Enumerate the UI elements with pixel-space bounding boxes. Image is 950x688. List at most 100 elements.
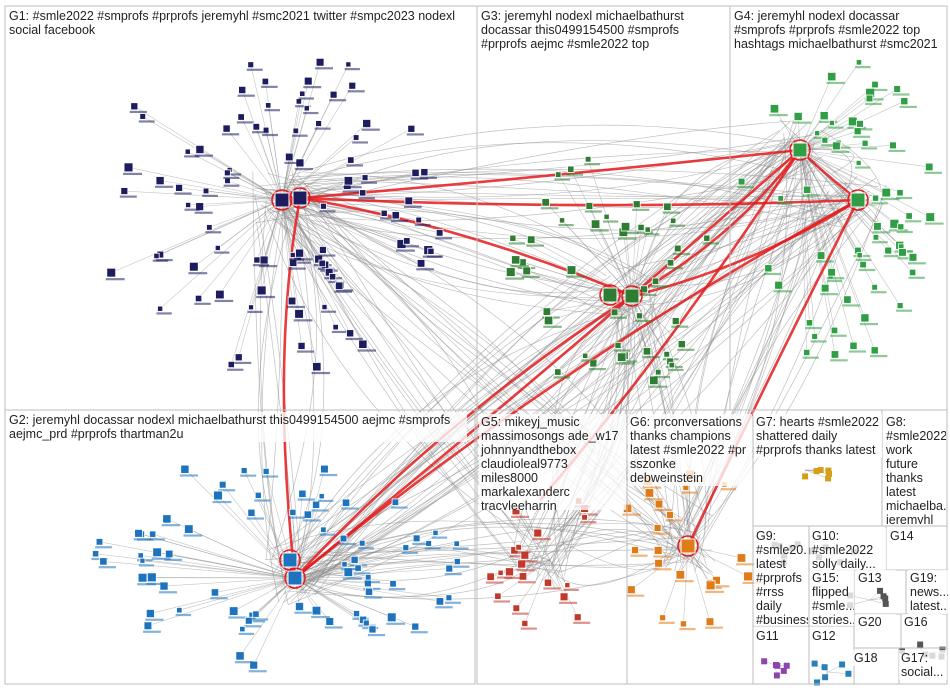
node: [252, 123, 261, 131]
node-label-mark: [654, 508, 672, 512]
node: [294, 309, 304, 319]
node-label-mark: [896, 309, 913, 312]
edge: [289, 124, 784, 177]
edge: [799, 149, 854, 346]
node-label-mark: [247, 310, 263, 314]
node-label-mark: [223, 184, 240, 187]
node-label-mark: [444, 573, 462, 576]
node: [120, 187, 129, 195]
edge: [160, 180, 283, 201]
node-label-mark: [367, 633, 386, 637]
node-label-mark: [174, 192, 192, 195]
node-label-mark: [632, 208, 650, 211]
node-label-mark: [435, 606, 453, 609]
node: [505, 267, 516, 277]
node: [533, 528, 543, 538]
node-label-mark: [658, 621, 675, 624]
node-label-mark: [520, 627, 537, 630]
node: [505, 567, 514, 577]
edge: [549, 500, 579, 561]
edge: [631, 227, 642, 297]
node: [632, 200, 641, 209]
edge: [631, 229, 649, 297]
node-label-mark: [826, 81, 845, 85]
node-label-mark: [179, 474, 199, 477]
node: [644, 226, 651, 233]
edge: [314, 148, 794, 551]
node-label-mark: [341, 507, 359, 510]
edge: [549, 559, 578, 618]
group-label-g7: G7: hearts #smle2022 shattered daily #pr…: [754, 414, 882, 458]
node: [900, 97, 909, 106]
node-label-mark: [584, 210, 602, 213]
node: [189, 261, 199, 272]
hub-loop: [289, 187, 311, 209]
hub-edge: [299, 196, 633, 298]
edge: [152, 533, 296, 579]
node: [303, 105, 310, 112]
node-label-mark: [347, 90, 365, 93]
hub-edge: [686, 199, 860, 547]
node: [435, 597, 445, 606]
node: [92, 550, 100, 558]
node: [259, 255, 269, 265]
edge: [281, 81, 309, 201]
node-label-mark: [653, 555, 672, 558]
node-label-mark: [424, 547, 441, 550]
edge: [142, 116, 283, 201]
group-label-g8: G8: #smle2022 work future thanks latest …: [884, 414, 946, 524]
node: [897, 223, 905, 231]
node-label-mark: [221, 133, 240, 136]
node: [362, 119, 372, 128]
edge: [263, 210, 526, 537]
hub-edge: [631, 198, 859, 298]
node-label-mark: [311, 615, 330, 619]
hub-node: [792, 142, 808, 158]
node: [511, 255, 521, 265]
node: [416, 259, 426, 268]
edge: [277, 216, 527, 578]
node-label-mark: [202, 194, 218, 197]
node: [320, 202, 327, 210]
node-label-mark: [802, 356, 819, 359]
edge: [516, 559, 551, 609]
node: [803, 348, 811, 357]
edge: [687, 545, 742, 559]
edge: [780, 149, 801, 199]
edge: [617, 295, 633, 346]
node: [558, 217, 566, 224]
node-label-mark: [296, 350, 315, 353]
node-label-mark: [339, 542, 356, 546]
node-label-mark: [214, 299, 234, 303]
node-label-mark: [205, 231, 222, 234]
node: [239, 625, 246, 633]
node-label-mark: [553, 376, 571, 379]
node-label-mark: [237, 94, 255, 97]
edge: [103, 561, 296, 579]
group-label-g3: G3: jeremyhl nodexl michaelbathurst doca…: [479, 8, 729, 52]
node-label-mark: [294, 167, 313, 171]
node-label-mark: [504, 576, 523, 580]
node-label-mark: [558, 224, 574, 227]
node: [882, 600, 889, 607]
node: [769, 104, 780, 114]
node: [146, 572, 157, 583]
hub-node: [624, 288, 640, 304]
node-label-mark: [133, 538, 152, 541]
edge: [230, 199, 283, 365]
node-label-mark: [345, 337, 363, 341]
node-label-mark: [129, 110, 147, 114]
node: [380, 209, 388, 217]
node: [312, 362, 322, 372]
node: [386, 612, 397, 623]
node-label-mark: [742, 581, 762, 585]
edge: [282, 211, 556, 590]
edge: [549, 559, 565, 597]
node: [573, 613, 582, 622]
node: [884, 246, 893, 255]
node: [673, 244, 682, 253]
node: [773, 672, 780, 679]
node: [640, 285, 649, 294]
node: [318, 493, 325, 500]
node: [654, 368, 662, 376]
